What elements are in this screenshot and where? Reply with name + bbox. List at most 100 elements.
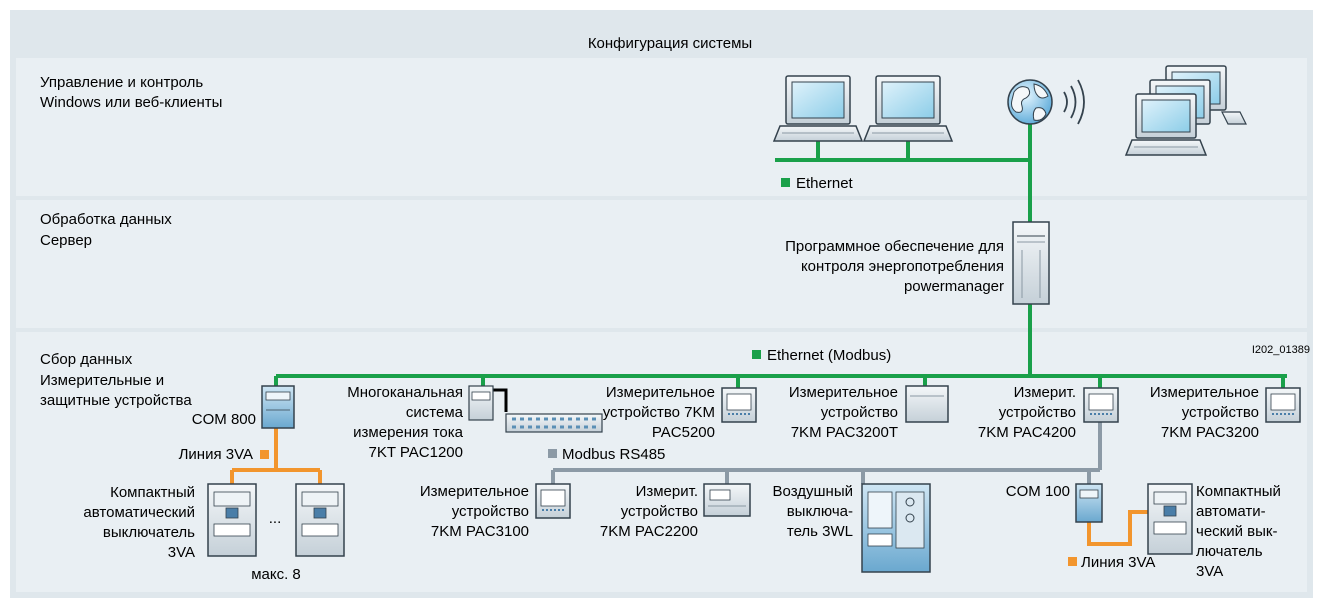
svg-text:Компактный: Компактный	[1196, 483, 1281, 500]
svg-text:7KT PAC1200: 7KT PAC1200	[368, 444, 463, 461]
globe-web-icon	[1007, 79, 1053, 125]
svg-text:Ethernet: Ethernet	[796, 175, 854, 192]
svg-text:лючатель: лючатель	[1196, 543, 1263, 560]
legend-line-3va-left: Линия 3VA	[179, 446, 269, 463]
svg-text:7KM PAC3200: 7KM PAC3200	[1161, 424, 1259, 441]
svg-text:7KM PAC3200T: 7KM PAC3200T	[791, 424, 898, 441]
layer-label-acquisition: Сбор данных Измерительные и защитные уст…	[40, 351, 192, 409]
svg-text:контроля энергопотребления: контроля энергопотребления	[801, 258, 1004, 275]
breaker-3va-right-label: Компактный автомати- ческий вык- лючател…	[1196, 483, 1281, 580]
pac3200-label: Измерительное устройство 7KM PAC3200	[1150, 384, 1259, 441]
wireless-signal-icon	[1063, 79, 1085, 125]
line-3va-right	[1087, 510, 1148, 546]
breaker-3va-right	[1147, 483, 1193, 555]
legend-ethernet: Ethernet	[781, 175, 854, 192]
svg-text:7KM PAC4200: 7KM PAC4200	[978, 424, 1076, 441]
breaker-3va-left-2	[295, 483, 345, 557]
panel-clients	[16, 58, 1307, 196]
pac1200-sensor-strip	[505, 413, 603, 433]
svg-text:3VA: 3VA	[168, 544, 195, 561]
com800-module	[261, 385, 295, 429]
pc-client-1	[772, 75, 864, 142]
pac3200t-device	[905, 385, 949, 423]
svg-text:Управление и контроль: Управление и контроль	[40, 74, 203, 91]
pac5200-label: Измерительное устройство 7KM PAC5200	[603, 384, 715, 441]
breaker-3va-left-label: Компактный автоматический выключатель 3V…	[83, 484, 195, 561]
diagram-title: Конфигурация системы	[588, 35, 752, 52]
svg-text:измерения тока: измерения тока	[353, 424, 463, 441]
svg-text:Измерит.: Измерит.	[1014, 384, 1076, 401]
layer-label-server: Обработка данных Сервер	[40, 211, 172, 249]
svg-text:Измерительное: Измерительное	[420, 483, 529, 500]
svg-text:Windows или веб-клиенты: Windows или веб-клиенты	[40, 94, 222, 111]
svg-text:7KM PAC2200: 7KM PAC2200	[600, 523, 698, 540]
pac3200-meter	[1265, 387, 1301, 423]
pac1200-label: Многоканальная система измерения тока 7K…	[347, 384, 463, 461]
svg-text:Компактный: Компактный	[110, 484, 195, 501]
com100-label: COM 100	[1006, 483, 1070, 500]
pac2200-label: Измерит. устройство 7KM PAC2200	[600, 483, 698, 540]
svg-text:устройство: устройство	[621, 503, 698, 520]
pac4200-label: Измерит. устройство 7KM PAC4200	[978, 384, 1076, 441]
svg-text:автоматический: автоматический	[83, 504, 195, 521]
server-icon	[1012, 221, 1050, 305]
svg-text:Измерительное: Измерительное	[606, 384, 715, 401]
svg-text:устройство: устройство	[452, 503, 529, 520]
pac1200-cable	[493, 388, 508, 412]
pac2200-device	[703, 483, 751, 517]
svg-text:автомати-: автомати-	[1196, 503, 1266, 520]
svg-text:выключа-: выключа-	[787, 503, 853, 520]
air-breaker-3wl	[861, 483, 931, 573]
ethernet-network	[274, 122, 1287, 388]
modbus-rs485-network	[551, 418, 1102, 484]
svg-text:выключатель: выключатель	[103, 524, 195, 541]
svg-text:Измерит.: Измерит.	[636, 483, 698, 500]
layer-label-clients: Управление и контроль Windows или веб-кл…	[40, 74, 222, 111]
svg-text:Программное обеспечение для: Программное обеспечение для	[785, 238, 1004, 255]
svg-text:защитные устройства: защитные устройства	[40, 392, 192, 409]
svg-text:PAC5200: PAC5200	[652, 424, 715, 441]
svg-text:Сбор данных: Сбор данных	[40, 351, 133, 368]
svg-text:7KM PAC3100: 7KM PAC3100	[431, 523, 529, 540]
com100-module	[1075, 483, 1103, 523]
svg-text:Сервер: Сервер	[40, 232, 92, 249]
svg-text:Линия 3VA: Линия 3VA	[1081, 554, 1155, 571]
pac3200t-label: Измерительное устройство 7KM PAC3200T	[789, 384, 898, 441]
max-8-label: макс. 8	[251, 566, 301, 583]
svg-text:Измерительные и: Измерительные и	[40, 372, 164, 389]
breaker-3va-left-1	[207, 483, 257, 557]
svg-text:тель 3WL: тель 3WL	[787, 523, 853, 540]
pc-client-2	[862, 75, 954, 142]
legend-line-3va-right: Линия 3VA	[1068, 554, 1155, 571]
svg-text:Обработка данных: Обработка данных	[40, 211, 172, 228]
svg-text:Многоканальная: Многоканальная	[347, 384, 463, 401]
svg-text:Modbus RS485: Modbus RS485	[562, 446, 665, 463]
svg-text:Воздушный: Воздушный	[773, 483, 853, 500]
panel-server	[16, 200, 1307, 328]
svg-text:устройство: устройство	[821, 404, 898, 421]
air-breaker-label: Воздушный выключа- тель 3WL	[773, 483, 853, 540]
pac3100-meter	[535, 483, 571, 519]
svg-text:powermanager: powermanager	[904, 278, 1004, 295]
breaker-dots: ...	[269, 510, 282, 527]
svg-text:3VA: 3VA	[1196, 563, 1223, 580]
svg-text:система: система	[406, 404, 464, 421]
pc-client-group	[1124, 65, 1247, 156]
pac5200-meter	[721, 387, 757, 423]
pac3100-label: Измерительное устройство 7KM PAC3100	[420, 483, 529, 540]
pac1200-device	[468, 385, 494, 421]
svg-text:устройство 7KM: устройство 7KM	[603, 404, 715, 421]
svg-text:Измерительное: Измерительное	[1150, 384, 1259, 401]
figure-id: I202_01389	[1252, 344, 1310, 356]
svg-text:устройство: устройство	[999, 404, 1076, 421]
svg-text:Ethernet (Modbus): Ethernet (Modbus)	[767, 347, 891, 364]
svg-text:ческий вык-: ческий вык-	[1196, 523, 1277, 540]
server-label: Программное обеспечение для контроля эне…	[785, 238, 1004, 295]
legend-ethernet-modbus: Ethernet (Modbus)	[752, 347, 891, 364]
svg-text:устройство: устройство	[1182, 404, 1259, 421]
legend-modbus-rs485: Modbus RS485	[548, 446, 665, 463]
svg-text:Измерительное: Измерительное	[789, 384, 898, 401]
svg-text:Линия 3VA: Линия 3VA	[179, 446, 253, 463]
com800-label: COM 800	[192, 411, 256, 428]
